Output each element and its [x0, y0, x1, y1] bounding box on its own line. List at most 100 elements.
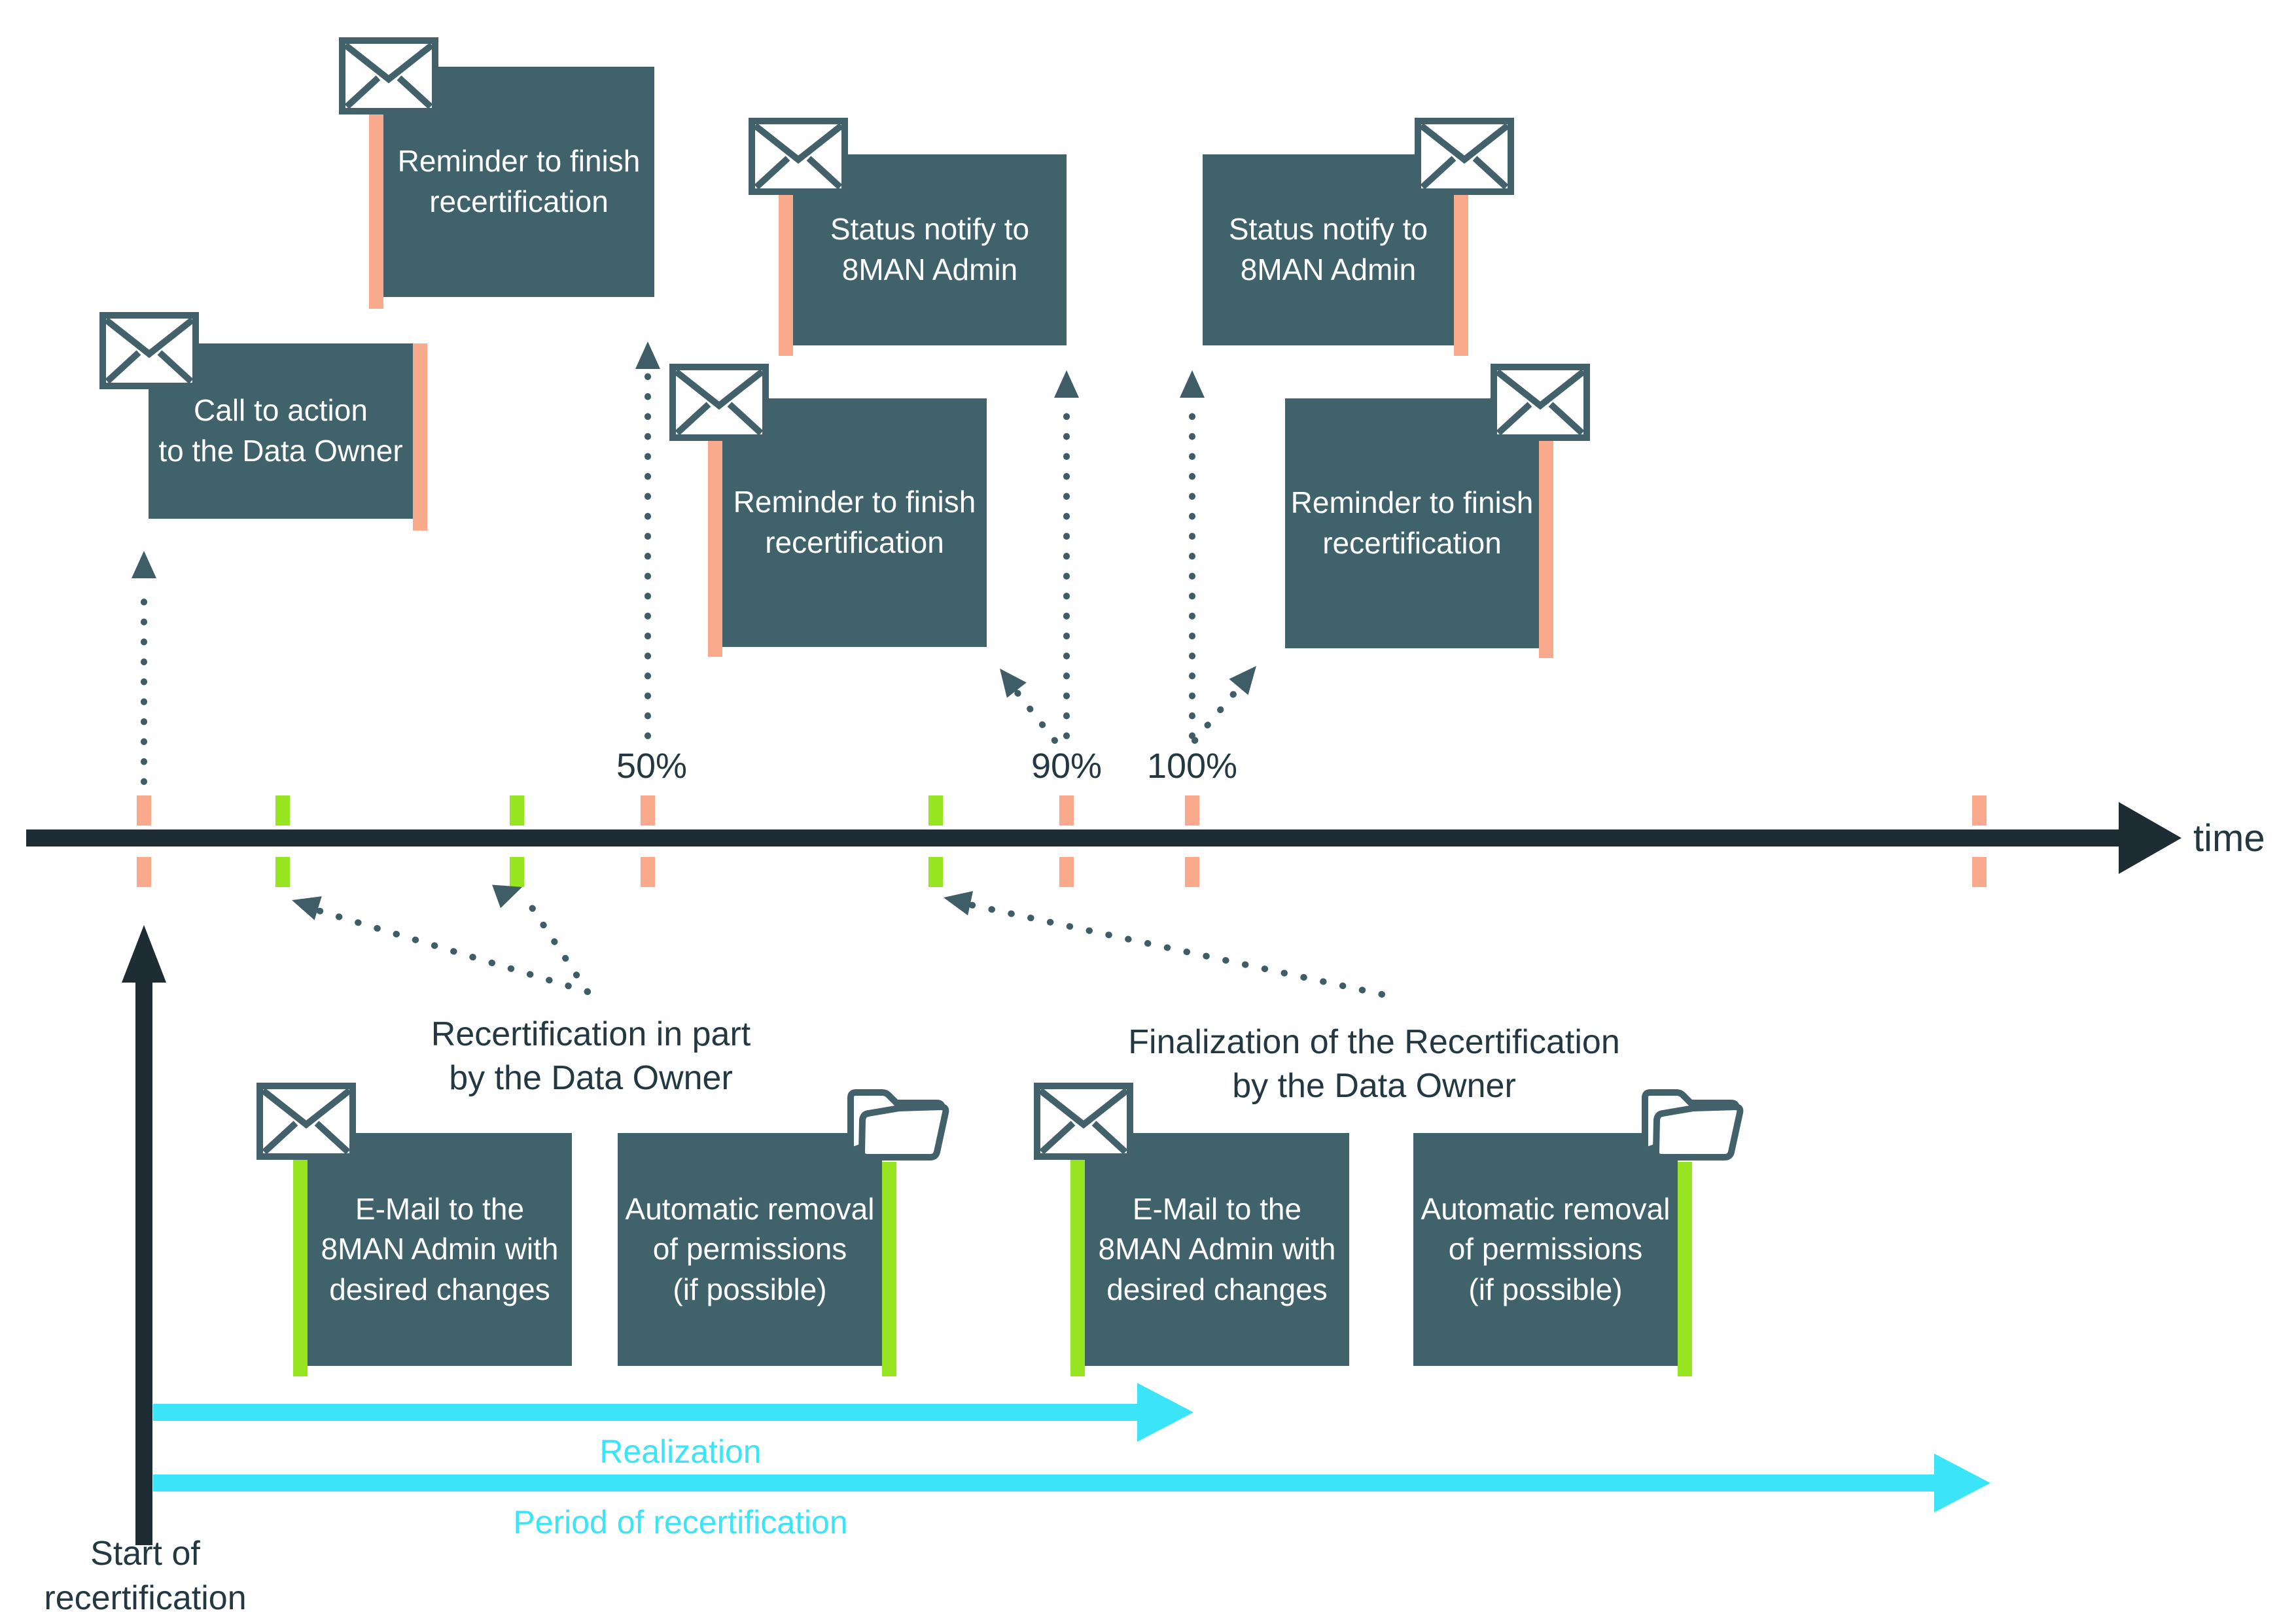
- arrowhead-icon: [1054, 370, 1079, 398]
- arrowhead-icon: [292, 896, 322, 920]
- box-text-line: Status notify to: [1228, 212, 1428, 247]
- accent-stripe: [1454, 190, 1468, 356]
- box-text-line: recertification: [1322, 526, 1502, 560]
- folder-icon: [847, 1089, 949, 1161]
- tick-90-percent: [1059, 795, 1074, 887]
- arrowhead-icon: [492, 884, 522, 909]
- box-status-notify-2: Status notify to 8MAN Admin: [1203, 154, 1454, 345]
- milestone-label-90: 90%: [1031, 746, 1103, 786]
- box-text-line: E-Mail to the: [1132, 1191, 1302, 1226]
- time-axis-label: time: [2193, 817, 2265, 860]
- tick-partial-2: [510, 795, 524, 887]
- start-label-line: recertification: [44, 1579, 247, 1617]
- box-text-line: Automatic removal: [1421, 1191, 1670, 1226]
- folder-icon: [1642, 1089, 1744, 1161]
- box-text-line: Reminder to finish: [733, 485, 976, 519]
- dotted-arrow-partial-1: [311, 906, 591, 995]
- envelope-icon: [749, 118, 848, 195]
- period-label: Period of recertification: [513, 1504, 848, 1541]
- realization-arrow: [153, 1383, 1193, 1442]
- accent-stripe: [882, 1162, 896, 1376]
- annotation-finalization: Finalization of the Recertification by t…: [1128, 1021, 1620, 1108]
- box-text-line: to the Data Owner: [158, 434, 403, 468]
- envelope-icon: [1491, 364, 1590, 441]
- annotation-line: by the Data Owner: [1232, 1066, 1516, 1105]
- timeline-arrowhead-icon: [2119, 802, 2181, 874]
- box-auto-removal-left: Automatic removal of permissions (if pos…: [618, 1133, 882, 1366]
- dotted-connector-heads: [132, 341, 1256, 920]
- tick-50-percent: [641, 795, 655, 887]
- box-reminder-mid: Reminder to finish recertification: [722, 398, 987, 647]
- box-email-admin-left: E-Mail to the 8MAN Admin with desired ch…: [308, 1133, 572, 1366]
- timeline-ticks: [137, 795, 1987, 887]
- box-text-line: Status notify to: [830, 212, 1030, 247]
- accent-stripe: [413, 343, 427, 531]
- tick-partial-1: [275, 795, 290, 887]
- annotation-recert-in-part: Recertification in part by the Data Owne…: [431, 1013, 751, 1100]
- arrowhead-icon: [1180, 370, 1205, 398]
- box-email-admin-right: E-Mail to the 8MAN Admin with desired ch…: [1085, 1133, 1349, 1366]
- accent-stripe: [369, 113, 383, 309]
- annotation-line: Recertification in part: [431, 1015, 751, 1053]
- box-text-line: recertification: [765, 525, 944, 559]
- tick-finalization: [928, 795, 943, 887]
- period-arrow: [153, 1454, 1990, 1512]
- box-text-line: of permissions: [652, 1232, 847, 1266]
- box-text-line: (if possible): [1468, 1272, 1623, 1306]
- box-text-line: E-Mail to the: [355, 1191, 525, 1226]
- phase-arrows: [153, 1383, 1990, 1512]
- box-text-line: Reminder to finish: [1290, 485, 1534, 520]
- tick-period-end: [1972, 795, 1987, 887]
- timeline-axis: [26, 802, 2181, 874]
- start-arrowhead-icon: [122, 925, 166, 983]
- box-text-line: recertification: [429, 184, 609, 218]
- annotation-line: Finalization of the Recertification: [1128, 1023, 1620, 1061]
- realization-arrowhead-icon: [1137, 1383, 1193, 1442]
- box-text-line: of permissions: [1448, 1232, 1643, 1266]
- accent-stripe: [779, 190, 793, 356]
- realization-label: Realization: [599, 1433, 762, 1470]
- accent-stripe: [293, 1159, 308, 1376]
- box-text-line: 8MAN Admin: [841, 253, 1018, 287]
- start-of-recertification-label: Start of recertification: [44, 1532, 246, 1620]
- box-auto-removal-right: Automatic removal of permissions (if pos…: [1413, 1133, 1678, 1366]
- envelope-icon: [256, 1083, 356, 1160]
- envelope-icon: [1034, 1083, 1133, 1160]
- milestone-label-50: 50%: [616, 746, 688, 786]
- annotation-line: by the Data Owner: [449, 1058, 733, 1097]
- box-text-line: desired changes: [329, 1272, 550, 1306]
- dotted-arrow-reminder-mid: [1004, 677, 1058, 744]
- dotted-arrow-partial-2: [528, 903, 591, 995]
- box-text-line: 8MAN Admin with: [1098, 1232, 1336, 1266]
- arrowhead-icon: [132, 551, 156, 578]
- box-text-line: Automatic removal: [625, 1191, 875, 1226]
- box-text-line: 8MAN Admin with: [321, 1232, 559, 1266]
- box-text-line: Reminder to finish: [397, 144, 641, 179]
- accent-stripe: [1070, 1159, 1085, 1376]
- arrowhead-icon: [944, 891, 974, 916]
- envelope-icon: [339, 37, 438, 114]
- box-text-line: (if possible): [673, 1272, 827, 1306]
- arrowhead-icon: [1229, 666, 1256, 695]
- dotted-arrow-reminder-right: [1192, 674, 1250, 744]
- start-label-line: Start of: [90, 1535, 200, 1573]
- dotted-connectors: [141, 370, 1385, 998]
- accent-stripe: [1539, 437, 1553, 658]
- arrowhead-icon: [1000, 669, 1027, 698]
- box-status-notify-1: Status notify to 8MAN Admin: [793, 154, 1067, 345]
- accent-stripe: [708, 437, 722, 657]
- box-text-line: 8MAN Admin: [1240, 253, 1417, 287]
- box-text-line: Call to action: [194, 393, 368, 428]
- tick-start: [137, 795, 151, 887]
- period-arrowhead-icon: [1934, 1454, 1990, 1512]
- milestone-label-100: 100%: [1146, 746, 1238, 786]
- envelope-icon: [669, 364, 769, 441]
- box-text-line: desired changes: [1106, 1272, 1328, 1306]
- dotted-arrow-finalization: [964, 901, 1385, 998]
- start-arrow: [122, 925, 166, 1545]
- accent-stripe: [1678, 1162, 1692, 1376]
- arrowhead-icon: [635, 341, 660, 369]
- envelope-icon: [99, 312, 199, 389]
